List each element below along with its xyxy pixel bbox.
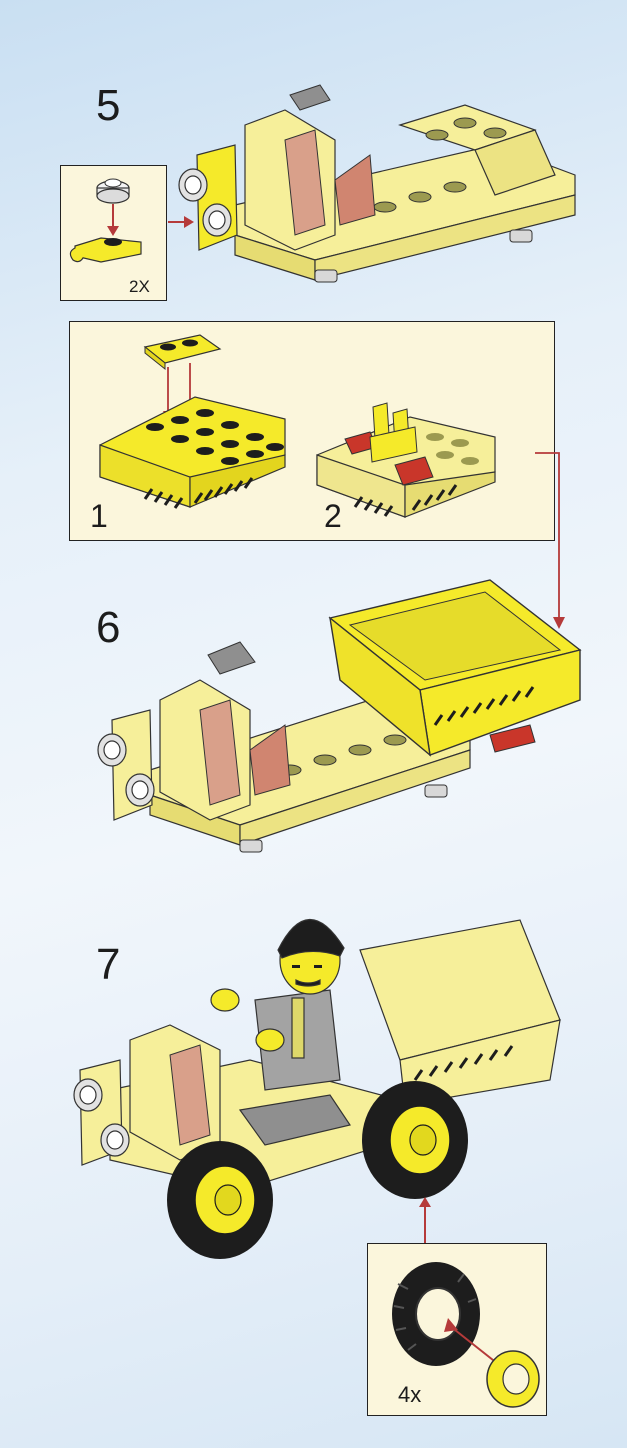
step-5-chassis-illustration bbox=[178, 84, 576, 283]
rear-wheel bbox=[362, 1081, 468, 1199]
step-5-quantity: 2X bbox=[129, 277, 150, 296]
subassembly-connector-arrow bbox=[535, 452, 565, 629]
dumper-base-step-2-illustration bbox=[316, 402, 496, 518]
wheel-callout-arrow bbox=[419, 1197, 431, 1243]
step-7-number: 7 bbox=[96, 940, 121, 989]
step-5-pointer-arrow bbox=[168, 216, 194, 228]
minifigure bbox=[210, 919, 351, 1146]
sub-step-2-number: 2 bbox=[324, 498, 342, 534]
step-7-completed-truck-illustration bbox=[73, 919, 561, 1259]
step-5-callout: 2X bbox=[60, 165, 167, 301]
step-6-truck-with-dumper-illustration bbox=[97, 579, 582, 853]
wheel-quantity: 4x bbox=[398, 1382, 422, 1407]
wheel-callout: 4x bbox=[367, 1243, 547, 1416]
front-wheel bbox=[167, 1141, 273, 1259]
dumper-base-step-1-illustration bbox=[99, 334, 286, 509]
step-5-number: 5 bbox=[96, 81, 121, 130]
clip-plate-illustration bbox=[69, 178, 142, 263]
sub-step-1-number: 1 bbox=[90, 498, 108, 534]
dumper-subassembly-callout: 1 2 bbox=[69, 321, 555, 541]
step-6-number: 6 bbox=[96, 603, 121, 652]
tire-and-hub-illustration bbox=[392, 1262, 540, 1408]
